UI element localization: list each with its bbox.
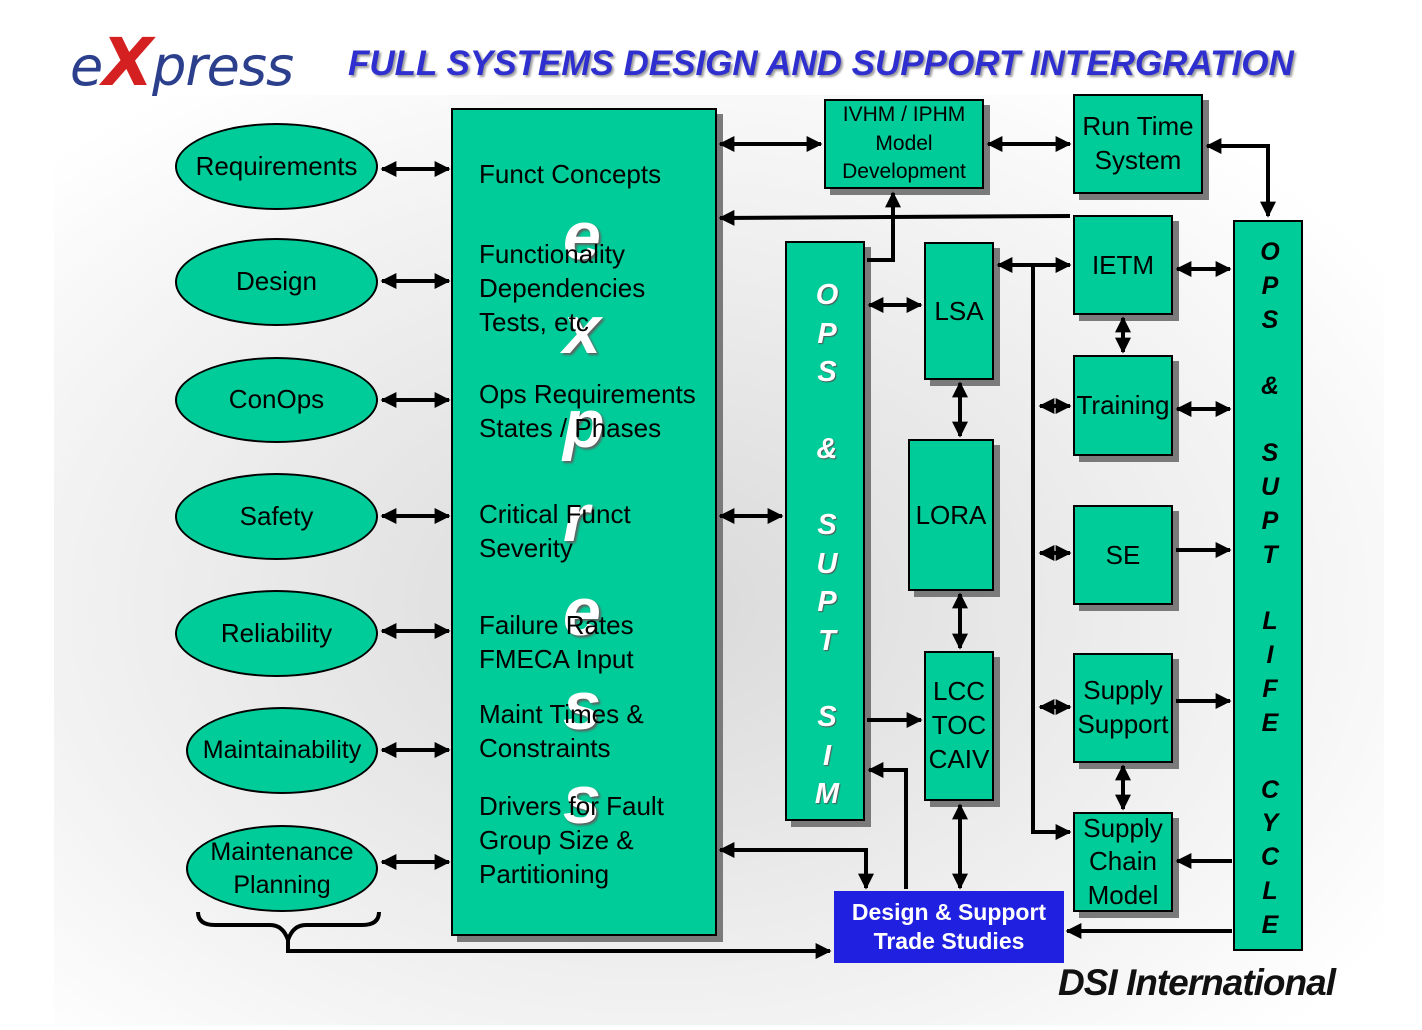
- watermark-letter: s: [563, 762, 601, 838]
- vertical-letter: S: [817, 509, 837, 541]
- vertical-letter: P: [1261, 271, 1279, 300]
- vertical-letter: C: [1260, 843, 1280, 872]
- vertical-letter: L: [1262, 877, 1278, 905]
- vertical-letter: S: [817, 701, 837, 733]
- box-supply-chain-model: Supply Chain Model: [1073, 812, 1173, 912]
- logo-press: press: [152, 35, 294, 98]
- vertical-letter: O: [815, 279, 839, 311]
- vertical-letter: &: [1260, 372, 1280, 401]
- oval-safety: Safety: [175, 473, 378, 560]
- box-lcc: LCC TOC CAIV: [924, 651, 994, 801]
- box-se: SE: [1073, 505, 1173, 605]
- watermark-letter: x: [563, 292, 601, 368]
- vertical-letter: I: [822, 739, 832, 772]
- vertical-letter: F: [1262, 675, 1278, 703]
- vertical-letter: &: [816, 432, 838, 465]
- box-lora: LORA: [908, 439, 994, 591]
- vertical-letter: S: [1261, 305, 1279, 334]
- item-functionality: Functionality Dependencies Tests, etc: [479, 239, 646, 337]
- item-maint-times: Maint Times & Constraints: [479, 699, 644, 763]
- vertical-letter: T: [818, 624, 836, 657]
- watermark-letter: r: [563, 480, 590, 556]
- logo-x: X: [102, 24, 153, 101]
- vertical-letter: S: [1261, 439, 1279, 468]
- oval-maintainability: Maintainability: [186, 707, 378, 794]
- vertical-letter: E: [1261, 910, 1279, 939]
- box-run-time-system: Run Time System: [1073, 94, 1203, 194]
- watermark-letter: e: [563, 198, 601, 274]
- vertical-letter: P: [817, 317, 837, 350]
- watermark-letter: e: [563, 574, 601, 650]
- item-funct-concepts: Funct Concepts: [479, 159, 662, 189]
- box-ivhm: IVHM / IPHM Model Development: [824, 99, 984, 189]
- logo-e: e: [70, 35, 103, 98]
- page-title: FULL SYSTEMS DESIGN AND SUPPORT INTERGRA…: [348, 44, 1294, 83]
- oval-reliability: Reliability: [175, 590, 378, 677]
- vertical-letter: T: [1262, 540, 1278, 569]
- oval-conops: ConOps: [175, 357, 378, 443]
- vertical-letter: U: [1260, 473, 1280, 501]
- express-logo: eXpress: [70, 18, 300, 101]
- express-box: e x p r e s s Funct Concepts Functionali…: [451, 108, 717, 936]
- item-ops-requirements: Ops Requirements States / Phases: [479, 379, 696, 443]
- vertical-letter: M: [814, 778, 840, 810]
- box-ietm: IETM: [1073, 215, 1173, 315]
- box-training: Training: [1073, 355, 1173, 456]
- vertical-letter: O: [1260, 238, 1280, 266]
- oval-maintenance-planning: Maintenance Planning: [186, 825, 378, 912]
- item-critical-funct: Critical Funct Severity: [479, 499, 631, 563]
- box-lsa: LSA: [924, 242, 994, 380]
- vertical-letter: Y: [1261, 809, 1279, 838]
- watermark-letter: p: [563, 386, 605, 462]
- oval-requirements: Requirements: [175, 123, 378, 210]
- watermark-letter: s: [563, 668, 601, 744]
- item-failure-rates: Failure Rates FMECA Input: [479, 610, 634, 674]
- vertical-letter: S: [817, 356, 837, 388]
- vertical-letter: C: [1260, 775, 1280, 804]
- trade-studies-box: Design & Support Trade Studies: [834, 891, 1064, 963]
- dsi-international-logo: DSI International: [1058, 962, 1336, 1003]
- vertical-letter: P: [817, 586, 837, 618]
- item-drivers: Drivers for Fault Group Size & Partition…: [479, 791, 664, 889]
- vertical-letter: I: [1266, 641, 1274, 670]
- vertical-letter: L: [1262, 607, 1278, 636]
- oval-design: Design: [175, 238, 378, 326]
- vertical-letter: P: [1261, 506, 1279, 535]
- box-supply-support: Supply Support: [1073, 653, 1173, 763]
- vertical-letter: U: [816, 547, 838, 580]
- vertical-letter: E: [1261, 708, 1279, 737]
